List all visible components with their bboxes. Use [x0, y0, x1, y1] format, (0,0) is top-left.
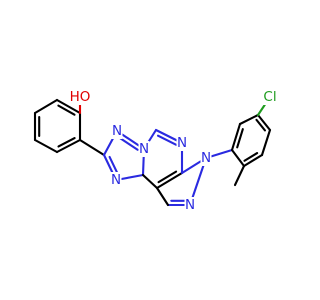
phenol-bond-3 [55, 98, 82, 115]
pyrimidine-bond-5 [141, 173, 159, 190]
aryl-bond-3-second-line [255, 118, 266, 132]
pyrimidine-bond-2-second-line [156, 134, 178, 146]
pyrazole-n1-label-background [200, 150, 212, 166]
bond-layer [33, 95, 272, 207]
pyrazole-bond-4 [155, 186, 170, 207]
aryl-bond-5 [242, 153, 264, 168]
aryl-bond-5-second-line [243, 152, 259, 162]
methyl-bond [233, 164, 246, 187]
phenol-bond-2 [33, 98, 59, 115]
hydroxyl-label: HO [70, 89, 91, 105]
phenol-bond-6 [33, 138, 59, 154]
triazole-n-left-label-background [110, 172, 122, 188]
hydroxyl-label-background [70, 89, 90, 105]
triazole-n-top-label: N [112, 123, 122, 139]
phenol-bond-5 [55, 138, 82, 154]
phenol-bond-3-second-line [57, 104, 76, 116]
aryl-bond-1 [230, 122, 242, 152]
aryl-bond-2 [238, 113, 260, 126]
pyrimidine-bond-4 [155, 171, 184, 190]
aryl-bond-1-second-line [236, 128, 244, 149]
chloro-label: Cl [263, 89, 276, 105]
pyrimidine-n-label: N [177, 135, 187, 151]
triazole-n-bridge-label-background [138, 141, 150, 157]
pyrazole-n2-label-background [184, 197, 196, 213]
pyrimidine-bond-4-second-line [157, 170, 178, 184]
aryl-bond-4 [260, 128, 272, 157]
triazole-bond-2-second-line [117, 136, 139, 151]
aryl-triazole-bond [78, 138, 106, 157]
chloro-label-background [260, 89, 280, 105]
pyrazole-n1-label: N [201, 150, 211, 166]
aryl-bond-3 [256, 113, 272, 132]
pyrazole-n2-label: N [185, 197, 195, 213]
phenol-bond-5-second-line [57, 137, 76, 148]
pyrimidine-n-label-background [176, 135, 188, 151]
triazole-bond-5-second-line [108, 155, 120, 176]
triazole-n-left-label: N [111, 172, 121, 188]
aryl-bond-6 [230, 148, 246, 168]
triazole-n-bridge-label: N [139, 141, 149, 157]
triazole-n-top-label-background [111, 123, 123, 139]
